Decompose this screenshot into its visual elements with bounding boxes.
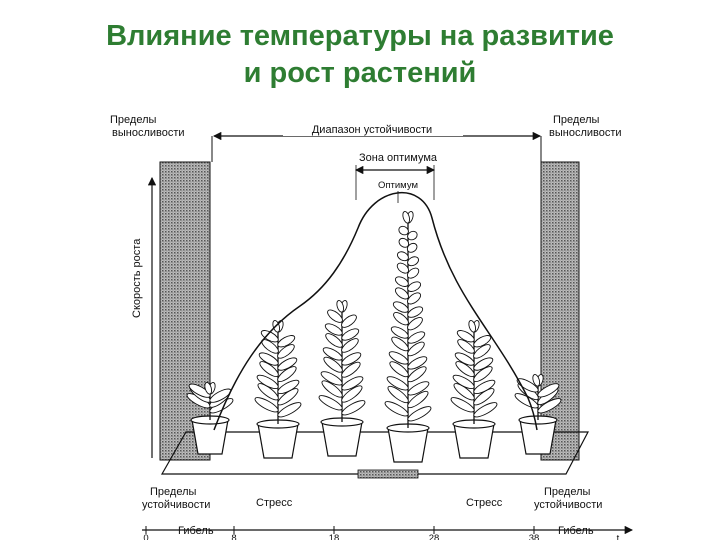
potted-plant xyxy=(186,382,234,455)
growth-curve xyxy=(213,192,538,431)
potted-plant xyxy=(318,300,366,457)
optimum-zone-label: Зона оптимума xyxy=(359,152,438,164)
axis-tick-label: t xyxy=(617,533,620,540)
ground-plane xyxy=(160,431,589,475)
axis-tick-label: 38 xyxy=(529,533,540,540)
axis-tick-label: 8 xyxy=(231,533,236,540)
page-title: Влияние температуры на развитие и рост р… xyxy=(0,18,720,92)
optimum-label: Оптимум xyxy=(378,180,418,191)
title-line-2: и рост растений xyxy=(243,57,477,89)
title-line-1: Влияние температуры на развитие xyxy=(106,20,614,52)
right-hatched-band xyxy=(540,161,580,461)
axis-tick-label: 18 xyxy=(329,533,340,540)
right-stability-label: Пределы устойчивости xyxy=(534,486,602,511)
stress-left-label: Стресс xyxy=(256,497,293,509)
plants-group xyxy=(186,211,562,463)
stress-right-label: Стресс xyxy=(466,497,503,509)
potted-plant xyxy=(514,374,562,455)
right-endurance-label: Пределы выносливости xyxy=(549,114,622,139)
axis-ticks: 0 8 18 28 38 t xyxy=(143,526,620,540)
y-axis-label: Скорость роста xyxy=(131,238,143,318)
range-label: Диапазон устойчивости xyxy=(312,124,432,136)
left-endurance-label: Пределы выносливости xyxy=(110,114,185,139)
potted-plant xyxy=(450,320,498,459)
death-left-label: Гибель xyxy=(178,525,214,537)
ground-marker xyxy=(357,469,419,479)
left-stability-label: Пределы устойчивости xyxy=(142,486,210,511)
axis-tick-label: 28 xyxy=(429,533,440,540)
left-hatched-band xyxy=(159,161,211,461)
potted-plant xyxy=(384,211,432,463)
death-right-label: Гибель xyxy=(558,525,594,537)
potted-plant xyxy=(254,320,302,459)
axis-tick-label: 0 xyxy=(143,533,148,540)
